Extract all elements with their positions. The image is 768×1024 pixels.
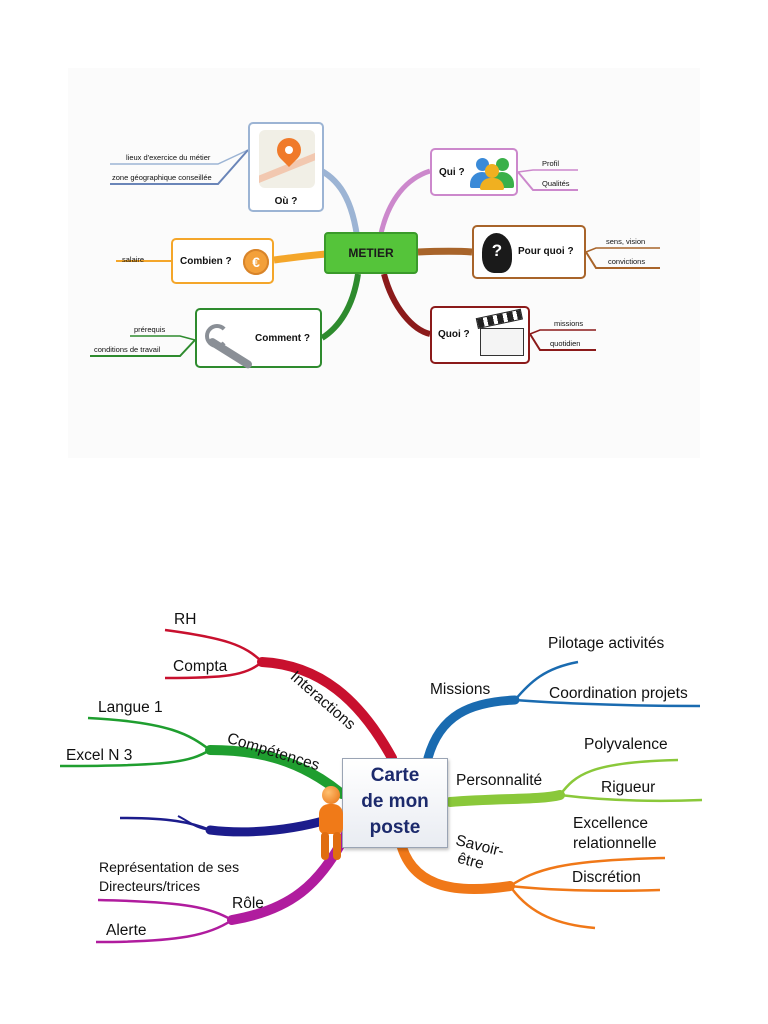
leaf-compta: Compta bbox=[173, 658, 228, 675]
branch-personnalite bbox=[445, 790, 565, 807]
poste-mind-map: Carte de mon poste Interactions Compéten… bbox=[0, 590, 768, 990]
person-figure-icon bbox=[315, 786, 349, 864]
leaf-excellence-line-1: Excellence bbox=[573, 815, 648, 832]
leaf-discretion: Discrétion bbox=[572, 869, 641, 886]
leaf-line-compta bbox=[164, 661, 263, 680]
leaf-comment-1: prérequis bbox=[134, 325, 166, 334]
leaf-line-blank-2 bbox=[177, 815, 211, 831]
clapperboard-icon bbox=[475, 308, 524, 356]
leaf-line-discretion bbox=[509, 884, 661, 893]
label-missions: Missions bbox=[430, 681, 491, 698]
leaf-line-blank-1 bbox=[119, 816, 211, 832]
question-head-icon: ? bbox=[482, 233, 512, 273]
node-quoi: Quoi ? bbox=[430, 306, 530, 364]
people-icon bbox=[470, 156, 516, 190]
leaf-rigueur: Rigueur bbox=[601, 779, 656, 796]
leaf-pilotage: Pilotage activités bbox=[548, 635, 665, 652]
label-personnalite: Personnalité bbox=[456, 772, 543, 789]
node-pourquoi-label: Pour quoi ? bbox=[518, 246, 574, 257]
leaf-line-polyvalence bbox=[559, 758, 679, 796]
branch-combien bbox=[273, 250, 327, 264]
leaf-langue: Langue 1 bbox=[98, 699, 163, 716]
node-ou-label: Où ? bbox=[274, 196, 298, 207]
leaf-representation-line-2: Directeurs/trices bbox=[99, 878, 201, 894]
leaf-representation-line-1: Représentation de ses bbox=[99, 859, 240, 875]
leaf-line-rigueur bbox=[559, 793, 703, 803]
leaf-line-representation bbox=[97, 898, 233, 922]
center-line-2: de mon bbox=[361, 791, 429, 812]
center-node-carte: Carte de mon poste bbox=[342, 758, 448, 848]
branch-savoir-etre bbox=[395, 835, 515, 894]
leaf-line-pourquoi-1 bbox=[585, 247, 660, 253]
leaf-pourquoi-2: convictions bbox=[608, 257, 646, 266]
leaf-line-quoi-2 bbox=[529, 333, 596, 351]
node-quoi-label: Quoi ? bbox=[438, 329, 470, 340]
branch-pourquoi bbox=[417, 247, 473, 256]
center-node-metier: METIER bbox=[324, 232, 418, 274]
leaf-line-qui-2 bbox=[517, 171, 578, 191]
node-comment: Comment ? bbox=[195, 308, 322, 370]
leaf-coordination: Coordination projets bbox=[549, 685, 688, 702]
center-line-3: poste bbox=[369, 817, 421, 838]
node-qui-label: Qui ? bbox=[439, 167, 465, 178]
branch-qui bbox=[377, 168, 431, 239]
metier-branches bbox=[90, 149, 660, 357]
node-combien-label: Combien ? bbox=[180, 256, 232, 267]
euro-coin-icon: € bbox=[243, 249, 269, 275]
leaf-line-excel bbox=[59, 748, 211, 768]
leaf-quoi-1: missions bbox=[554, 319, 584, 328]
leaf-qui-1: Profil bbox=[542, 159, 560, 168]
leaf-line-comment-1 bbox=[130, 335, 196, 341]
leaf-line-quoi-1 bbox=[529, 329, 596, 335]
leaf-excellence-line-2: relationnelle bbox=[573, 835, 657, 852]
leaf-line-pourquoi-2 bbox=[585, 251, 660, 269]
leaf-line-ou-1 bbox=[110, 149, 249, 165]
map-pin-icon bbox=[259, 130, 315, 188]
leaf-combien: salaire bbox=[122, 255, 145, 264]
branch-competences bbox=[205, 745, 347, 799]
leaf-line-langue bbox=[87, 716, 211, 752]
leaf-ou-1: lieux d'exercice du métier bbox=[126, 153, 211, 162]
node-ou: Où ? bbox=[248, 122, 324, 212]
leaf-representation: Représentation de ses Directeurs/trices bbox=[99, 858, 239, 896]
leaf-qui-2: Qualités bbox=[542, 179, 570, 188]
leaf-line-savoir-3 bbox=[508, 885, 596, 930]
leaf-line-rh bbox=[164, 628, 263, 663]
node-comment-label: Comment ? bbox=[255, 333, 310, 344]
leaf-polyvalence: Polyvalence bbox=[584, 736, 668, 753]
leaf-line-pilotage bbox=[514, 660, 579, 701]
leaf-pourquoi-1: sens, vision bbox=[606, 237, 646, 246]
leaf-line-alerte bbox=[95, 918, 233, 944]
center-line-1: Carte bbox=[370, 765, 420, 786]
leaf-line-comment-2 bbox=[90, 339, 196, 357]
node-pourquoi: ? Pour quoi ? bbox=[472, 225, 586, 279]
center-label: METIER bbox=[348, 246, 394, 260]
branch-comment bbox=[320, 273, 361, 341]
leaf-alerte: Alerte bbox=[106, 922, 147, 939]
leaf-excellence: Excellence relationnelle bbox=[573, 814, 657, 854]
leaf-line-ou-2 bbox=[110, 149, 249, 185]
branch-interactions bbox=[257, 657, 397, 763]
leaf-ou-2: zone géographique conseillée bbox=[112, 173, 212, 182]
branch-quoi bbox=[381, 273, 431, 337]
leaf-excel: Excel N 3 bbox=[66, 747, 133, 764]
wrench-icon bbox=[205, 320, 255, 370]
leaf-quoi-2: quotidien bbox=[550, 339, 581, 348]
node-combien: Combien ? € bbox=[171, 238, 274, 284]
leaf-line-qui-1 bbox=[517, 169, 578, 173]
leaf-rh: RH bbox=[174, 611, 197, 628]
branch-missions bbox=[423, 695, 520, 763]
leaf-line-excellence bbox=[509, 856, 666, 888]
node-qui: Qui ? bbox=[430, 148, 518, 196]
leaf-comment-2: conditions de travail bbox=[94, 345, 161, 354]
leaf-line-coordination bbox=[514, 698, 701, 708]
metier-mind-map: METIER Où ? Qui ? Combien ? € ? Pour quo… bbox=[68, 68, 700, 458]
label-role: Rôle bbox=[232, 895, 264, 912]
